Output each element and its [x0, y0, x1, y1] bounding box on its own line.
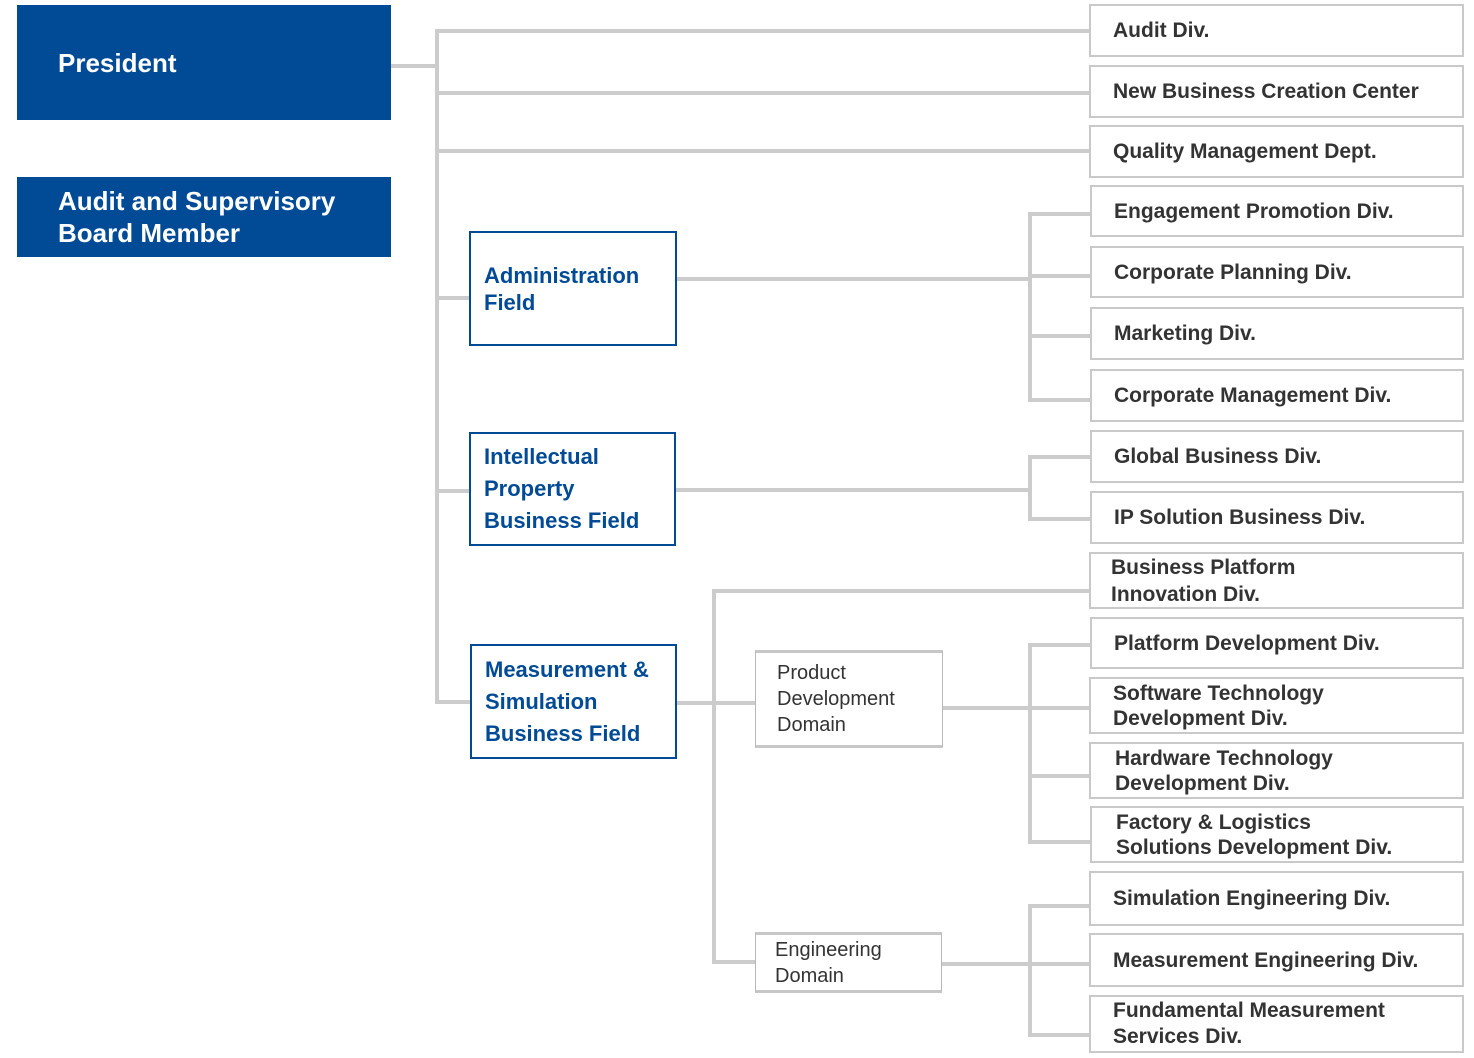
measurement-simulation-field-label: Measurement & Simulation Business Field	[485, 656, 649, 746]
measurement-simulation-field-box: Measurement & Simulation Business Field	[470, 644, 677, 759]
division-platform-development-div: Platform Development Div.	[1090, 617, 1464, 669]
audit-supervisory-board-box: Audit and Supervisory Board Member	[17, 177, 391, 257]
administration-field-label: Administration Field	[484, 262, 640, 315]
division-global-business-div: Global Business Div.	[1090, 430, 1464, 483]
division-corporate-management-div: Corporate Management Div.	[1090, 369, 1464, 422]
division-label: Factory & Logistics Solutions Developmen…	[1116, 810, 1393, 859]
audit-supervisory-board-label: Audit and Supervisory Board Member	[58, 186, 336, 248]
president-label: President	[58, 47, 177, 78]
division-label: IP Solution Business Div.	[1114, 506, 1366, 529]
division-software-technology-development-div: Software Technology Development Div.	[1089, 677, 1464, 734]
product-development-domain-box: Product Development Domain	[755, 650, 943, 748]
division-business-platform-innovation-div: Business Platform Innovation Div.	[1089, 552, 1464, 609]
division-label: Marketing Div.	[1114, 322, 1256, 345]
division-ip-solution-business-div: IP Solution Business Div.	[1090, 491, 1464, 544]
division-corporate-planning-div: Corporate Planning Div.	[1090, 246, 1464, 298]
division-label: New Business Creation Center	[1113, 80, 1419, 103]
division-simulation-engineering-div: Simulation Engineering Div.	[1089, 871, 1464, 926]
ip-business-field-box: Intellectual Property Business Field	[469, 432, 676, 546]
division-label: Engagement Promotion Div.	[1114, 199, 1394, 223]
division-label: Measurement Engineering Div.	[1113, 948, 1419, 972]
division-marketing-div: Marketing Div.	[1090, 307, 1464, 360]
division-quality-management-dept: Quality Management Dept.	[1089, 125, 1464, 178]
division-label: Simulation Engineering Div.	[1113, 887, 1391, 910]
division-label: Global Business Div.	[1114, 445, 1322, 468]
division-label: Fundamental Measurement Services Div.	[1113, 999, 1385, 1048]
division-engagement-promotion-div: Engagement Promotion Div.	[1090, 185, 1464, 237]
division-fundamental-measurement-services-div: Fundamental Measurement Services Div.	[1089, 995, 1464, 1053]
division-label: Quality Management Dept.	[1113, 140, 1377, 163]
engineering-domain-box: Engineering Domain	[755, 932, 942, 993]
division-factory-logistics-solutions-development-div: Factory & Logistics Solutions Developmen…	[1090, 806, 1464, 863]
division-new-business-creation-center: New Business Creation Center	[1089, 65, 1464, 118]
division-label: Corporate Planning Div.	[1114, 260, 1352, 284]
division-label: Hardware Technology Development Div.	[1115, 746, 1333, 795]
division-label: Business Platform Innovation Div.	[1111, 555, 1296, 606]
engineering-domain-label: Engineering Domain	[775, 938, 882, 987]
ip-business-field-label: Intellectual Property Business Field	[484, 444, 640, 533]
product-development-domain-label: Product Development Domain	[777, 662, 895, 736]
president-box: President	[17, 5, 391, 120]
division-label: Corporate Management Div.	[1114, 384, 1392, 407]
division-audit-div: Audit Div.	[1089, 4, 1464, 57]
administration-field-box: Administration Field	[469, 231, 677, 346]
division-measurement-engineering-div: Measurement Engineering Div.	[1089, 933, 1464, 987]
division-label: Platform Development Div.	[1114, 631, 1380, 655]
division-hardware-technology-development-div: Hardware Technology Development Div.	[1089, 742, 1464, 799]
division-label: Software Technology Development Div.	[1113, 681, 1324, 730]
division-label: Audit Div.	[1113, 19, 1210, 42]
